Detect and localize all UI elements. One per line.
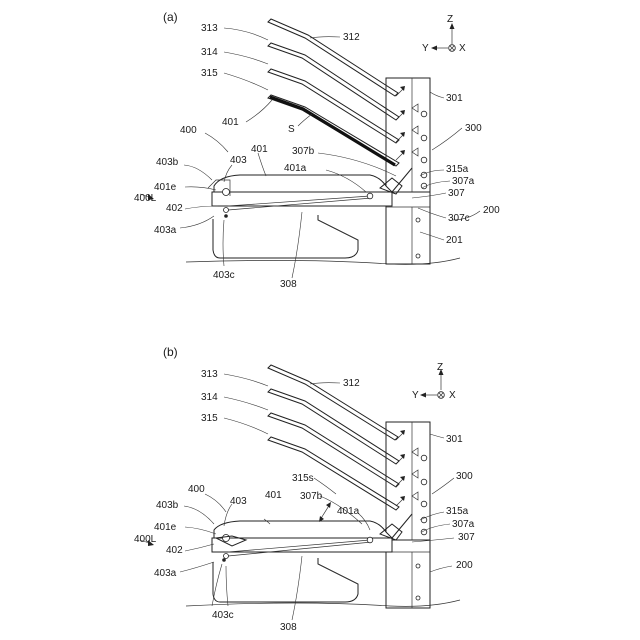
label-301: 301 [446, 93, 463, 104]
label-307c: 307c [448, 213, 470, 224]
label-308: 308 [280, 622, 297, 633]
label-401e: 401e [154, 182, 177, 193]
lower-tray-unit-400 [208, 168, 412, 218]
label-307b: 307b [300, 491, 323, 502]
floor-line [186, 600, 460, 606]
label-S: S [288, 124, 295, 135]
label-400: 400 [180, 125, 197, 136]
label-402: 402 [166, 203, 183, 214]
label-403c: 403c [213, 270, 235, 281]
tray-313 [268, 389, 399, 464]
label-400L: 400L [134, 534, 157, 545]
label-401: 401 [251, 144, 268, 155]
label-312: 312 [343, 32, 360, 43]
axis-indicator-a: Z Y X [422, 14, 466, 54]
label-401: 401 [265, 490, 282, 501]
label-403: 403 [230, 155, 247, 166]
label-402: 402 [166, 545, 183, 556]
label-315: 315 [201, 413, 218, 424]
panel-a: (a) Z Y X [134, 10, 500, 290]
axis-x-label: X [459, 43, 466, 54]
label-401-sheet: 401 [222, 117, 239, 128]
axis-indicator-b: Z Y X [412, 362, 456, 401]
label-403: 403 [230, 496, 247, 507]
post-processing-column-301 [386, 78, 430, 192]
tray-312 [268, 365, 398, 440]
label-300: 300 [465, 123, 482, 134]
label-315a: 315a [446, 506, 469, 517]
label-308: 308 [280, 279, 297, 290]
label-313: 313 [201, 23, 218, 34]
axis-z-label: Z [437, 362, 443, 373]
panel-label-a: (a) [163, 10, 178, 24]
label-301: 301 [446, 434, 463, 445]
label-307: 307 [458, 532, 475, 543]
label-200: 200 [456, 560, 473, 571]
label-307a: 307a [452, 176, 475, 187]
post-processing-column-301 [386, 422, 430, 540]
label-403b: 403b [156, 157, 179, 168]
panel-label-b: (b) [163, 345, 178, 359]
axis-z-label: Z [447, 14, 453, 25]
axis-y-label: Y [412, 390, 419, 401]
label-403b: 403b [156, 500, 179, 511]
label-403c: 403c [212, 610, 234, 621]
label-300: 300 [456, 471, 473, 482]
tray-312 [268, 19, 398, 96]
label-403a: 403a [154, 568, 177, 579]
label-307a: 307a [452, 519, 475, 530]
lower-tray-unit-400 [212, 502, 412, 562]
label-312: 312 [343, 378, 360, 389]
label-315a: 315a [446, 164, 469, 175]
panel-b: (b) Z Y X [134, 345, 475, 633]
label-315: 315 [201, 68, 218, 79]
label-403a: 403a [154, 225, 177, 236]
label-400: 400 [188, 484, 205, 495]
floor-line [186, 258, 460, 264]
axis-x-label: X [449, 390, 456, 401]
label-401a: 401a [337, 506, 360, 517]
label-401a: 401a [284, 163, 307, 174]
label-313: 313 [201, 369, 218, 380]
label-314: 314 [201, 47, 218, 58]
label-200: 200 [483, 205, 500, 216]
axis-y-label: Y [422, 43, 429, 54]
label-315s: 315s [292, 473, 314, 484]
label-401e: 401e [154, 522, 177, 533]
label-201: 201 [446, 235, 463, 246]
label-314: 314 [201, 392, 218, 403]
leader-lines-b [140, 374, 454, 620]
label-307b: 307b [292, 146, 315, 157]
label-307: 307 [448, 188, 465, 199]
label-400L: 400L [134, 193, 157, 204]
